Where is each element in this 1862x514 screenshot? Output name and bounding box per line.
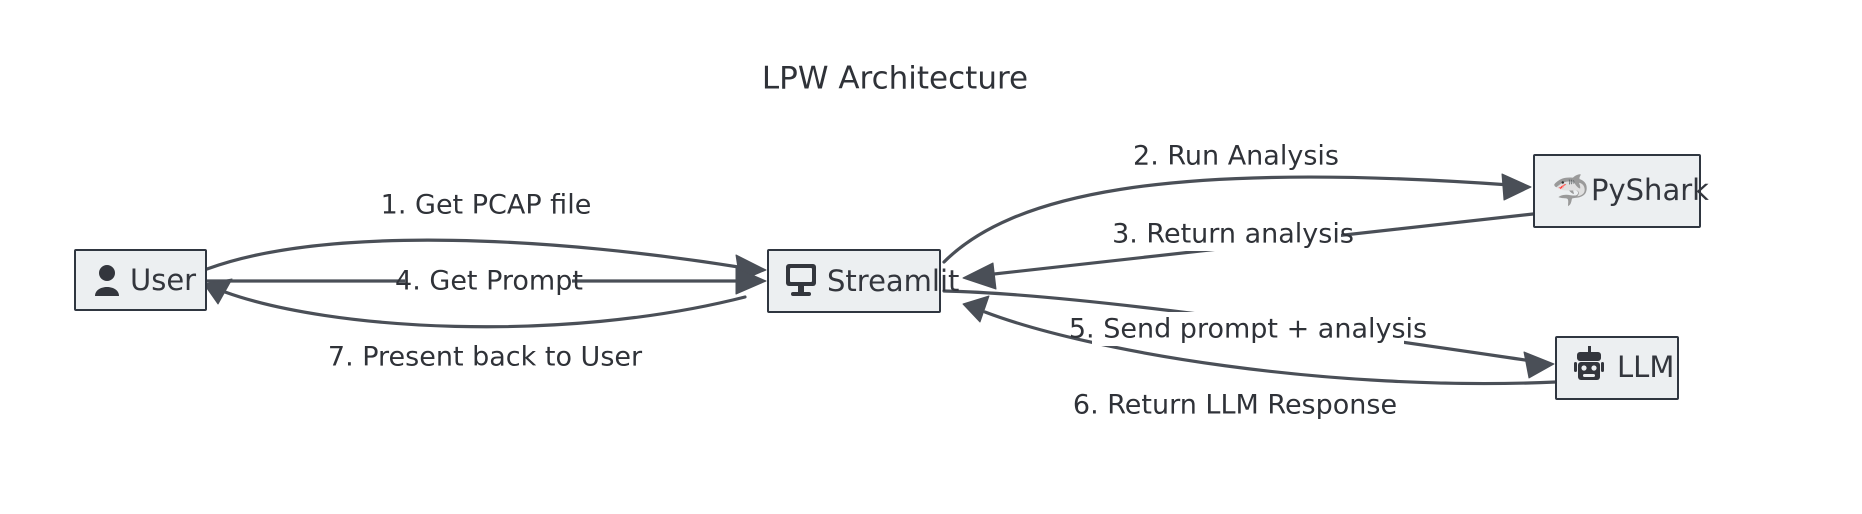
page-title: LPW Architecture [762,61,1028,97]
edge-7-path [223,290,747,329]
edge-2-arrowhead [1501,173,1532,201]
robot-icon [1574,346,1604,380]
node-streamlit[interactable]: Streamlit [767,249,959,313]
edge-label-6-text: 6. Return LLM Response [1073,390,1397,421]
edge-label-1: 1. Get PCAP file [381,188,592,222]
edge-7-present-back-to-user [203,278,747,329]
node-pyshark-box[interactable] [1533,154,1701,228]
edge-label-7-backing [338,340,632,374]
edge-label-6: 6. Return LLM Response [1073,388,1397,422]
desktop-monitor-icon [786,264,816,296]
edge-label-1-text: 1. Get PCAP file [381,190,592,221]
node-llm-label: LLM [1617,350,1674,384]
edge-3-arrowhead [962,262,997,290]
edge-label-4-backing [405,265,572,297]
person-icon [95,265,119,296]
edge-label-7: 7. Present back to User [328,340,643,374]
edge-label-2: 2. Run Analysis [1133,139,1339,173]
node-streamlit-label: Streamlit [827,264,959,298]
edge-5-arrowhead [1523,351,1555,379]
edge-label-5: 5. Send prompt + analysis [1069,312,1427,346]
edge-2-path [942,175,1512,264]
edge-label-3-text: 3. Return analysis [1112,219,1354,250]
edge-6-return-llm-response [962,295,1558,386]
node-pyshark[interactable]: 🦈 PyShark [1533,154,1709,228]
edge-label-layer: 1. Get PCAP file 4. Get Prompt 7. Presen… [328,139,1427,422]
edge-1-path [205,238,747,271]
edge-label-3: 3. Return analysis [1112,217,1354,251]
edge-label-6-backing [1086,388,1384,422]
node-user[interactable]: User [74,249,207,311]
edge-label-5-text: 5. Send prompt + analysis [1069,314,1427,345]
edge-label-7-text: 7. Present back to User [328,342,643,373]
node-llm[interactable]: LLM [1555,336,1679,400]
edge-6-arrowhead [962,295,990,323]
node-user-label: User [130,263,196,297]
edge-label-3-backing [1125,217,1341,251]
edge-label-2-backing [1144,139,1328,173]
edge-4-arrowhead [735,267,767,295]
edge-7-arrowhead [203,278,233,305]
node-pyshark-label: PyShark [1591,173,1709,207]
edge-label-4-text: 4. Get Prompt [395,266,583,297]
edge-label-1-backing [388,188,584,222]
shark-icon: 🦈 [1552,173,1589,209]
edge-label-4: 4. Get Prompt [395,265,583,297]
edge-label-2-text: 2. Run Analysis [1133,141,1339,172]
edge-2-run-analysis [942,173,1532,264]
edge-6-path [983,310,1558,386]
edge-label-5-backing [1092,312,1404,346]
